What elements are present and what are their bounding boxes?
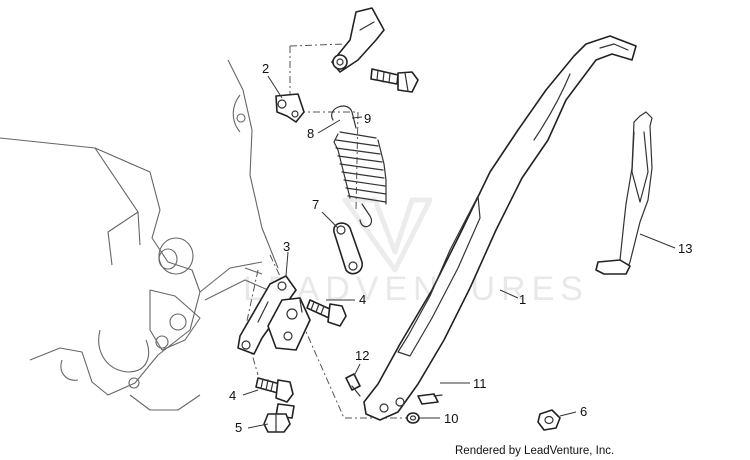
- callout-5: 5: [235, 420, 242, 435]
- part-3-plate: [237, 275, 297, 355]
- spring: [331, 105, 387, 228]
- part-6-nut: [537, 409, 561, 431]
- callout-4-upper: 4: [359, 292, 366, 307]
- part-4-bolt-lower: [255, 377, 294, 403]
- frame-outline: [0, 59, 279, 411]
- callout-4-lower: 4: [229, 388, 236, 403]
- callout-13: 13: [678, 241, 692, 256]
- part-11-screw: [417, 393, 443, 405]
- part-1-side-stand: [363, 35, 637, 421]
- callout-7: 7: [312, 197, 319, 212]
- callouts: 2 8 9 7 3 4 4 5 12 11 10 6 1 13: [229, 61, 692, 435]
- callout-9: 9: [364, 111, 371, 126]
- part-5-stud: [263, 403, 295, 433]
- callout-10: 10: [444, 411, 458, 426]
- callout-1: 1: [519, 292, 526, 307]
- leader-lines: [242, 75, 676, 429]
- part-2-bracket: [275, 93, 305, 123]
- callout-6: 6: [580, 404, 587, 419]
- assembly-lines: [244, 43, 408, 419]
- upper-clevis: [331, 7, 385, 73]
- part-12-screw: [345, 373, 361, 397]
- part-13-stand-cap: [595, 111, 653, 275]
- callout-8: 8: [307, 126, 314, 141]
- part-7-link: [333, 222, 363, 275]
- render-credit: Rendered by LeadVenture, Inc.: [455, 445, 614, 457]
- callout-3: 3: [283, 239, 290, 254]
- part-10-washer: [406, 412, 420, 424]
- part-4-bolt-upper: [306, 299, 347, 327]
- clevis-bolt: [370, 68, 419, 93]
- callout-12: 12: [355, 348, 369, 363]
- callout-2: 2: [262, 61, 269, 76]
- pivot-bracket: [267, 297, 311, 351]
- callout-11: 11: [473, 376, 487, 391]
